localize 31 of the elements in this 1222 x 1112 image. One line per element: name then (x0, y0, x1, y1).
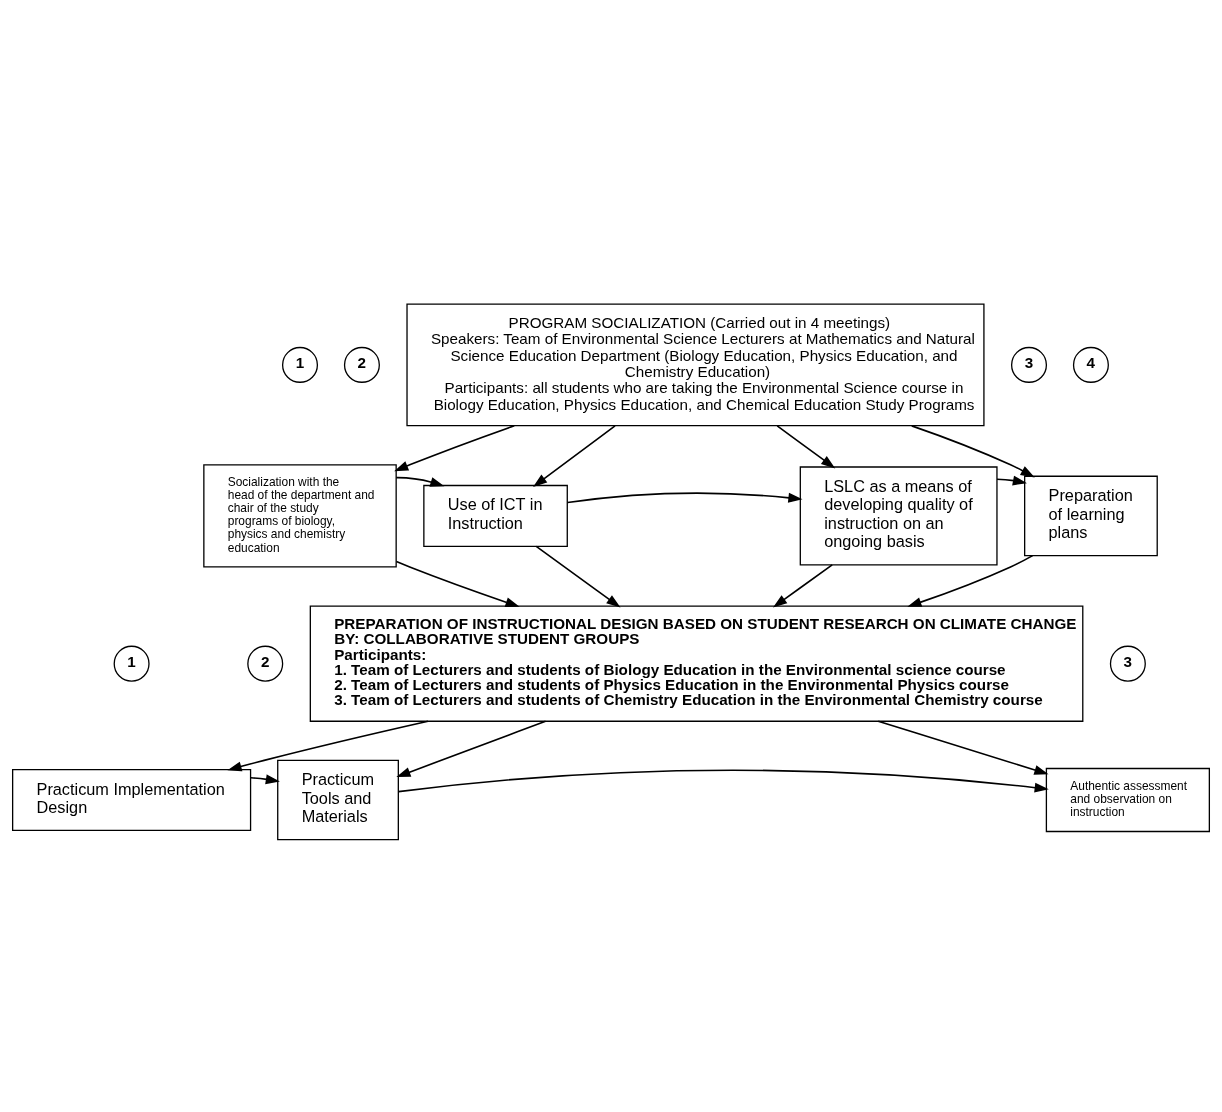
node-circle: 4 (1072, 346, 1109, 383)
node-box: Use of ICT in Instruction (423, 484, 568, 547)
arrow (907, 554, 1034, 607)
arrow (877, 719, 1049, 775)
arrow (535, 545, 621, 607)
arrow (227, 719, 429, 771)
node-box: Practicum Tools and Materials (277, 759, 399, 840)
node-circle: 2 (343, 346, 380, 383)
node-circle: 3 (1011, 346, 1048, 383)
node-box: Authentic assessment and observation on instruction (1045, 767, 1210, 832)
arrow (395, 560, 520, 607)
node-box: Preparation of learning plans (1024, 475, 1158, 556)
arrow (396, 719, 547, 777)
node-box: Practicum Implementation Design (12, 768, 252, 831)
node-circle: 2 (247, 645, 284, 682)
node-box: Socialization with the head of the department and chair of the study programs of biology, physics and chemistry education (203, 463, 397, 568)
arrow (397, 769, 1049, 793)
arrow (566, 491, 803, 503)
arrow (395, 476, 445, 487)
arrow (773, 563, 833, 607)
arrow (533, 424, 616, 487)
node-box: PREPARATION OF INSTRUCTIONAL DESIGN BASED ON STUDENT RESEARCH ON CLIMATE CHANGE BY: COLLABORATIVE STUDENT GROUPS Participants: 1. Team of Lecturers and students of Biology Education in the Environmental science course 2. Team of Lecturers and students of Physics Education in the Environmental Physics course 3. Team of Lecturers and students of Chemistry Education in the Environmental Chemistry course (309, 604, 1084, 722)
node-box: LSLC as a means of developing quality of instruction on an ongoing basis (799, 465, 998, 565)
node-circle: 1 (113, 645, 150, 682)
arrow (250, 773, 280, 784)
node-box: PROGRAM SOCIALIZATION (Carried out in 4 meetings) Speakers: Team of Environmental Science Lecturers at Mathematics and Natural Science Education Department (Biology Education, Physics Education, and Chemistry Education) Participants: all students who are taking the Environmental Science course in Biology Education, Physics Education, and Chemical Education Study Programs (406, 302, 985, 426)
node-circle: 3 (1109, 645, 1146, 682)
node-circle: 1 (281, 346, 319, 383)
arrow (776, 424, 836, 468)
arrow (910, 424, 1035, 477)
arrow (394, 424, 516, 471)
